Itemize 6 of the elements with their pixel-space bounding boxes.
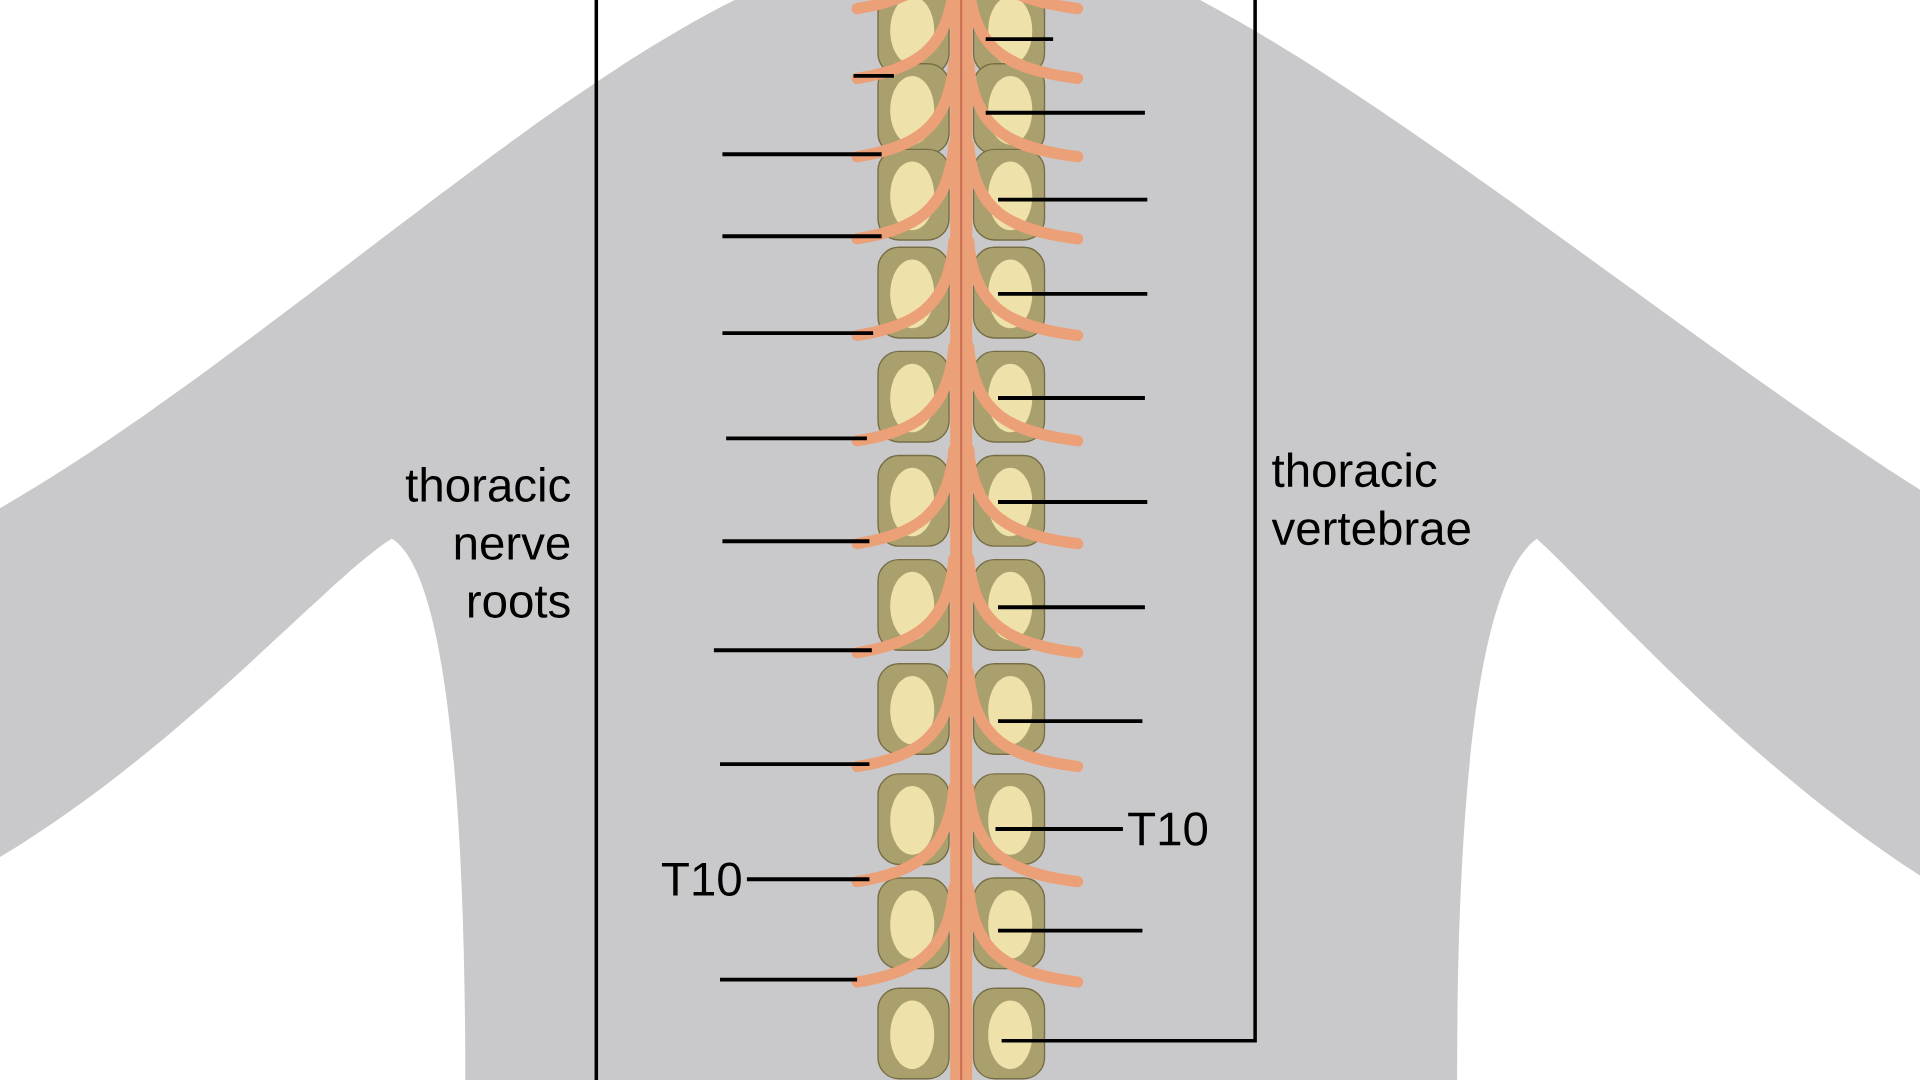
callout-label: T10 [662, 862, 741, 896]
leader-line [995, 827, 1123, 831]
label-text: thoracic nerve roots [405, 467, 571, 618]
leader-line [746, 877, 870, 882]
label-text: thoracic vertebrae [1271, 452, 1470, 546]
callout-label: T10 [1128, 812, 1208, 846]
